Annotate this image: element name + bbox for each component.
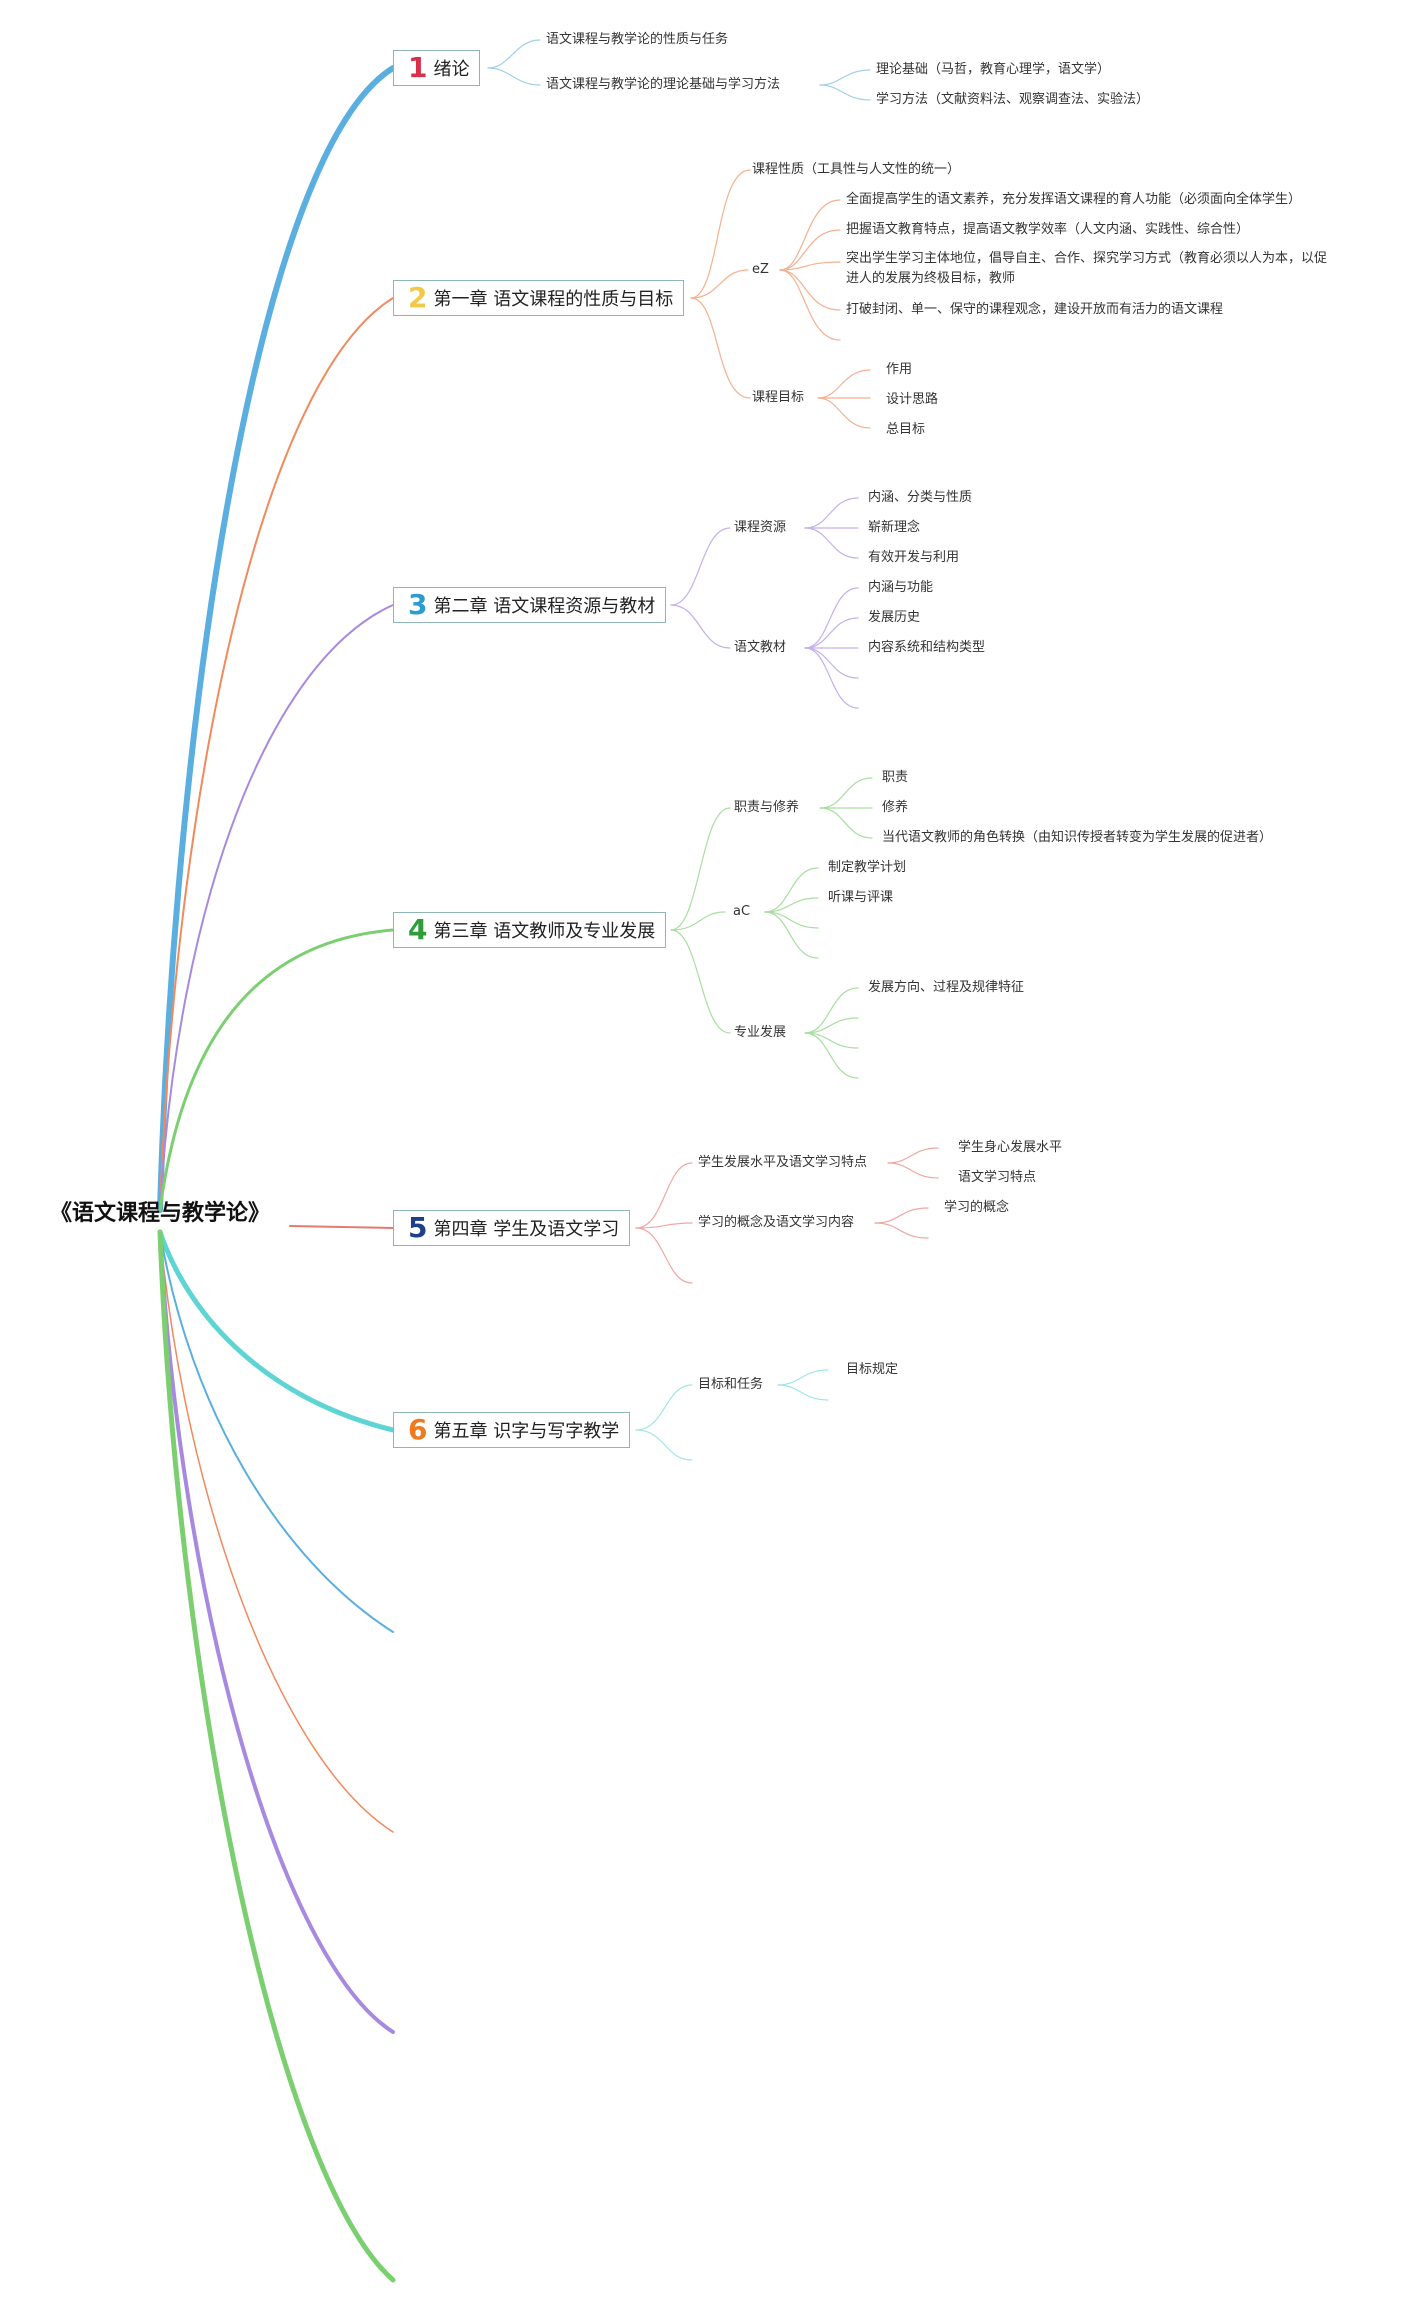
topic-ch6-goals[interactable]: 目标和任务 xyxy=(698,1377,764,1392)
chapter-number: 1 xyxy=(408,51,428,84)
item-ch2-ez-2[interactable]: 把握语文教育特点，提高语文教学效率（人文内涵、实践性、综合性） xyxy=(846,222,1250,237)
chapter-title: 第二章 语文课程资源与教材 xyxy=(433,596,656,617)
item-ch4-ac-2[interactable]: 听课与评课 xyxy=(828,890,894,905)
item-ch3-tb-3[interactable]: 内容系统和结构类型 xyxy=(868,640,986,655)
branch-line-ch2 xyxy=(159,297,394,1211)
chapter-2-node[interactable]: 2 第一章 语文课程的性质与目标 xyxy=(393,280,685,316)
item-ch4-duty-3[interactable]: 当代语文教师的角色转换（由知识传授者转变为学生发展的促进者） xyxy=(882,830,1273,845)
item-ch2-goal-1[interactable]: 作用 xyxy=(886,362,913,377)
chapter-6-node[interactable]: 6 第五章 识字与写字教学 xyxy=(393,1412,631,1448)
chapter-title: 第三章 语文教师及专业发展 xyxy=(433,921,656,942)
item-ch6-goal-1[interactable]: 目标规定 xyxy=(846,1362,899,1377)
chapter-title: 第一章 语文课程的性质与目标 xyxy=(433,289,674,310)
branch-line-empty-2 xyxy=(159,1231,394,1833)
item-ch5-level-1[interactable]: 学生身心发展水平 xyxy=(958,1140,1063,1155)
item-ch3-tb-2[interactable]: 发展历史 xyxy=(868,610,921,625)
branch-line-ch6 xyxy=(157,1229,396,1433)
item-ch2-goal-2[interactable]: 设计思路 xyxy=(886,392,939,407)
branch-line-empty-1 xyxy=(159,1231,394,1633)
item-ch1-methods[interactable]: 学习方法（文献资料法、观察调查法、实验法） xyxy=(876,92,1150,107)
item-ch3-res-2[interactable]: 崭新理念 xyxy=(868,520,921,535)
chapter-number: 5 xyxy=(408,1211,428,1244)
topic-ch2-goals[interactable]: 课程目标 xyxy=(752,390,805,405)
item-ch4-duty-1[interactable]: 职责 xyxy=(882,770,909,785)
item-ch4-dev-1[interactable]: 发展方向、过程及规律特征 xyxy=(868,980,1025,995)
chapter-number: 2 xyxy=(408,281,428,314)
chapter-3-node[interactable]: 3 第二章 语文课程资源与教材 xyxy=(393,587,667,623)
item-ch2-goal-3[interactable]: 总目标 xyxy=(886,422,926,437)
item-ch2-ez-3[interactable]: 突出学生学习主体地位，倡导自主、合作、探究学习方式（教育必须以人为本，以促进人的… xyxy=(846,251,1328,286)
chapter-number: 4 xyxy=(408,913,428,946)
branch-line-ch4 xyxy=(158,928,395,1212)
topic-ch3-resources[interactable]: 课程资源 xyxy=(734,520,787,535)
branch-line-ch3 xyxy=(159,604,394,1211)
chapter-title: 第四章 学生及语文学习 xyxy=(433,1219,620,1240)
topic-ch3-textbooks[interactable]: 语文教材 xyxy=(734,640,787,655)
topic-ch4-ac[interactable]: aC xyxy=(733,904,751,919)
item-ch2-ez-1[interactable]: 全面提高学生的语文素养，充分发挥语文课程的育人功能（必须面向全体学生） xyxy=(846,192,1302,207)
topic-ch4-duties[interactable]: 职责与修养 xyxy=(734,800,800,815)
chapter-number: 6 xyxy=(408,1413,428,1446)
branch-line-empty-4 xyxy=(157,1229,396,2283)
item-ch3-res-1[interactable]: 内涵、分类与性质 xyxy=(868,490,973,505)
item-ch4-duty-2[interactable]: 修养 xyxy=(882,800,909,815)
topic-ch1-nature[interactable]: 语文课程与教学论的性质与任务 xyxy=(546,32,729,47)
topic-ch1-theory[interactable]: 语文课程与教学论的理论基础与学习方法 xyxy=(546,77,781,92)
root-topic[interactable]: 《语文课程与教学论》 xyxy=(50,1201,271,1226)
topic-ch2-course-nature[interactable]: 课程性质（工具性与人文性的统一） xyxy=(752,162,961,177)
item-ch3-res-3[interactable]: 有效开发与利用 xyxy=(868,550,960,565)
chapter-number: 3 xyxy=(408,588,428,621)
branch-line-ch1 xyxy=(157,65,396,1213)
branch-line-ch5 xyxy=(289,1225,394,1229)
chapter-4-node[interactable]: 4 第三章 语文教师及专业发展 xyxy=(393,912,667,948)
chapter-5-node[interactable]: 5 第四章 学生及语文学习 xyxy=(393,1210,631,1246)
topic-ch5-student-level[interactable]: 学生发展水平及语文学习特点 xyxy=(698,1155,868,1170)
item-ch5-level-2[interactable]: 语文学习特点 xyxy=(958,1170,1037,1185)
item-ch4-ac-1[interactable]: 制定教学计划 xyxy=(828,860,907,875)
chapter-title: 第五章 识字与写字教学 xyxy=(433,1421,620,1442)
item-ch1-theory-basis[interactable]: 理论基础（马哲，教育心理学，语文学） xyxy=(876,62,1111,77)
chapter-1-node[interactable]: 1 绪论 xyxy=(393,50,481,86)
branch-line-empty-3 xyxy=(158,1230,395,2034)
item-ch5-learning-1[interactable]: 学习的概念 xyxy=(944,1200,1010,1215)
topic-ch2-ez[interactable]: eZ xyxy=(752,262,769,277)
item-ch3-tb-1[interactable]: 内涵与功能 xyxy=(868,580,934,595)
chapter-title: 绪论 xyxy=(433,59,470,80)
item-ch2-ez-4[interactable]: 打破封闭、单一、保守的课程观念，建设开放而有活力的语文课程 xyxy=(846,302,1224,317)
topic-ch5-learning[interactable]: 学习的概念及语文学习内容 xyxy=(698,1215,855,1230)
topic-ch4-development[interactable]: 专业发展 xyxy=(734,1025,787,1040)
